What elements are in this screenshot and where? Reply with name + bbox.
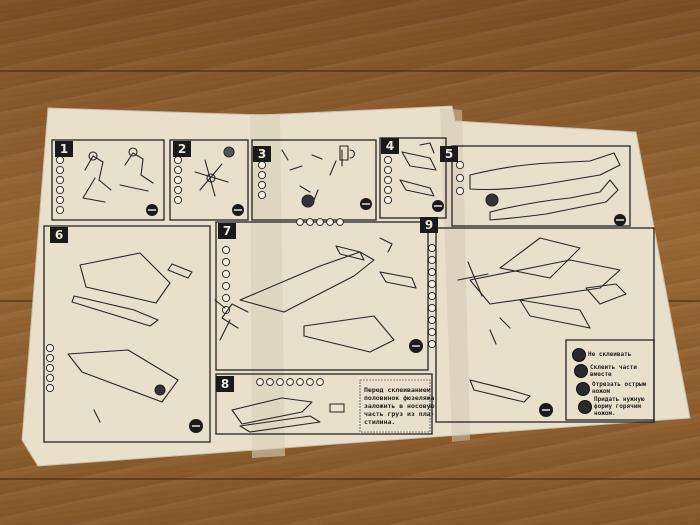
table-plank-seam <box>0 478 700 480</box>
table-plank-seam <box>0 70 700 72</box>
glue-together-icon <box>574 364 588 378</box>
step-number-8: 8 <box>216 376 234 392</box>
step-number-3: 3 <box>253 146 271 162</box>
step-number-9: 9 <box>420 217 438 233</box>
step-number-5: 5 <box>440 146 458 162</box>
legend-text-heat-bend: Придать нужную форму горячим ножом. <box>594 396 645 417</box>
step-number-1: 1 <box>55 141 73 157</box>
ballast-note: Перед склеиванием половинок фюзеляжа зал… <box>364 386 435 426</box>
legend-text-cut-knife: Отрезать острым ножом <box>592 381 647 395</box>
step-number-6: 6 <box>50 227 68 243</box>
no-glue-icon <box>572 348 586 362</box>
legend-text-no-glue: Не склеивать <box>588 351 632 358</box>
step-number-2: 2 <box>173 141 191 157</box>
step-number-4: 4 <box>381 138 399 154</box>
step-number-7: 7 <box>218 223 236 239</box>
cut-knife-icon <box>576 382 590 396</box>
heat-bend-icon <box>578 400 592 414</box>
legend-text-glue-together: Склеить части вместе <box>590 364 637 378</box>
